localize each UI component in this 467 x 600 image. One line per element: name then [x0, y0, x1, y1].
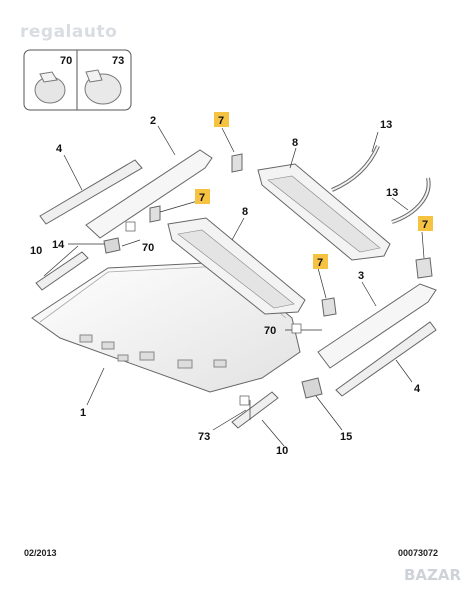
- clip-7-a: [231, 153, 243, 173]
- svg-text:7: 7: [218, 115, 224, 127]
- door-seal-13-lower: [391, 177, 431, 224]
- callout-73: 73: [198, 431, 210, 443]
- roof-bow-upper: [257, 163, 391, 261]
- clip-70-icon: [34, 71, 66, 104]
- callout-3: 3: [358, 270, 364, 282]
- bracket-14: [103, 237, 121, 254]
- callout-70-lower: 70: [264, 325, 276, 337]
- callout-10-right: 10: [276, 445, 288, 457]
- door-seal-13-upper: [331, 145, 380, 192]
- svg-text:7: 7: [422, 219, 428, 231]
- callout-7-b: 7: [195, 189, 210, 204]
- diagram-date: 02/2013: [24, 548, 57, 558]
- svg-text:7: 7: [317, 257, 323, 269]
- callout-14: 14: [52, 239, 65, 251]
- clip-73-icon: [84, 69, 122, 105]
- left-reinforcement: [85, 149, 213, 239]
- callout-13-lower: 13: [386, 187, 398, 199]
- callout-7-d: 7: [418, 216, 433, 231]
- clip-7-d: [415, 257, 433, 279]
- callout-4-right: 4: [414, 383, 421, 395]
- legend-box: 70 73: [23, 49, 132, 111]
- callout-7-a: 7: [214, 112, 229, 127]
- callout-4-left: 4: [56, 143, 63, 155]
- roof-bow-lower: [167, 217, 306, 315]
- callout-2: 2: [150, 115, 156, 127]
- watermark-text: regalauto: [20, 22, 118, 42]
- callout-15: 15: [340, 431, 352, 443]
- fastener-square-b: [291, 323, 302, 334]
- callout-10-left: 10: [30, 245, 42, 257]
- brand-logo: BAZAR: [404, 566, 462, 584]
- legend-label-70: 70: [60, 55, 72, 67]
- svg-text:7: 7: [199, 192, 205, 204]
- left-seal-strip: [35, 251, 89, 291]
- callout-13-upper: 13: [380, 119, 392, 131]
- leader-lines: [43, 125, 425, 447]
- callout-8-upper: 8: [292, 137, 298, 149]
- grab-handle-15: [301, 377, 323, 399]
- fastener-square-c: [239, 395, 250, 406]
- legend-label-73: 73: [112, 55, 124, 67]
- right-reinforcement: [317, 283, 437, 369]
- right-roof-strip: [335, 321, 437, 397]
- clip-7-c: [321, 297, 337, 317]
- clip-7-b: [149, 205, 161, 223]
- callout-7-c: 7: [313, 254, 328, 269]
- callout-8-lower: 8: [242, 206, 248, 218]
- diagram-reference: 00073072: [398, 548, 439, 558]
- callout-1: 1: [80, 407, 86, 419]
- fastener-square-a: [125, 221, 136, 232]
- right-seal-strip: [231, 391, 279, 429]
- left-roof-strip: [39, 159, 143, 225]
- callout-70-upper: 70: [142, 242, 154, 254]
